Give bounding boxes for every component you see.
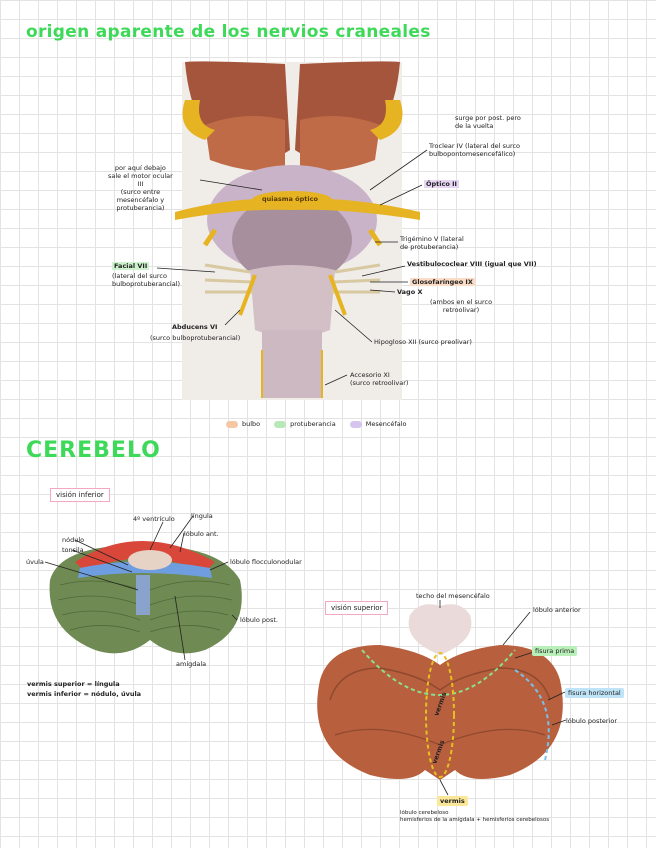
legend-label: bulbo: [242, 420, 261, 428]
troclear-label: Troclear IV (lateral del surco bulbopont…: [429, 142, 521, 158]
optico-label: Óptico II: [424, 180, 459, 188]
vermis-tag: vermis: [437, 796, 468, 806]
facial-detail: (lateral del surco bulboprotuberancial): [112, 272, 181, 288]
facial-label: Facial VII: [112, 262, 150, 270]
cerebelo-heading: CEREBELO: [26, 438, 161, 463]
vermis-inferior-notes: vermis superior = língula vermis inferio…: [27, 680, 142, 698]
lobulo-anterior-label: lóbulo anterior: [533, 606, 581, 614]
tonsil-label: tonsila: [62, 546, 84, 554]
legend-item-protuberancia: protuberancia: [274, 420, 336, 428]
color-legend: bulbo protuberancia Mesencéfalo: [226, 420, 406, 428]
vestibulococlear-label: Vestibulococlear VIII (igual que VII): [407, 260, 537, 268]
uvula-label: úvula: [26, 558, 44, 566]
vision-inferior-box: visión inferior: [50, 488, 110, 502]
flocculo-label: lóbulo flocculonodular: [230, 558, 302, 566]
vago-note: (ambos en el surco retroolivar): [430, 298, 493, 314]
nodulo-label: nódulo: [62, 536, 85, 544]
lingula-label: língula: [191, 512, 213, 520]
lobulo-posterior-label: lóbulo posterior: [566, 717, 618, 725]
trigemino-label: Trigémino V (lateral de protuberancia): [400, 235, 464, 251]
legend-swatch: [274, 420, 287, 428]
origin-heading: origen aparente de los nervios craneales: [26, 22, 431, 42]
accesorio-label: Accesorio XI (surco retroolivar): [350, 371, 409, 387]
motor-ocular-label: por aquí debajo sale el motor ocular III…: [108, 164, 173, 212]
vision-superior-box: visión superior: [325, 601, 389, 615]
ventriculo-label: 4º ventrículo: [133, 515, 175, 523]
legend-item-bulbo: bulbo: [226, 420, 260, 428]
legend-item-mesencefalo: Mesencéfalo: [349, 420, 407, 428]
abducens-detail: (surco bulboprotuberancial): [150, 334, 241, 342]
glosofaringeo-label: Glosofaríngeo IX: [410, 278, 475, 286]
fisura-horizontal-tag: fisura horizontal: [565, 688, 624, 698]
vermis-superior-notes: lóbulo cerebeloso hemisferios de la amíg…: [400, 810, 550, 823]
legend-swatch: [226, 420, 238, 428]
legend-swatch: [349, 420, 362, 428]
vago-label: Vago X: [397, 288, 423, 296]
techo-label: techo del mesencéfalo: [416, 592, 490, 600]
amigdala-label: amígdala: [176, 660, 207, 668]
hipogloso-label: Hipogloso XII (surco preolivar): [374, 338, 472, 346]
troclear-note: surge por post. pero de la vuelta: [455, 114, 521, 130]
legend-label: Mesencéfalo: [365, 420, 407, 428]
fisura-prima-tag: fisura prima: [532, 646, 578, 656]
quiasma-label: quiasma óptico: [262, 195, 318, 203]
abducens-label: Abducens VI: [172, 323, 218, 331]
legend-label: protuberancia: [290, 420, 336, 428]
lobulo-post-label: lóbulo post.: [240, 616, 278, 624]
lobulo-ant-label: lóbulo ant.: [184, 530, 219, 538]
